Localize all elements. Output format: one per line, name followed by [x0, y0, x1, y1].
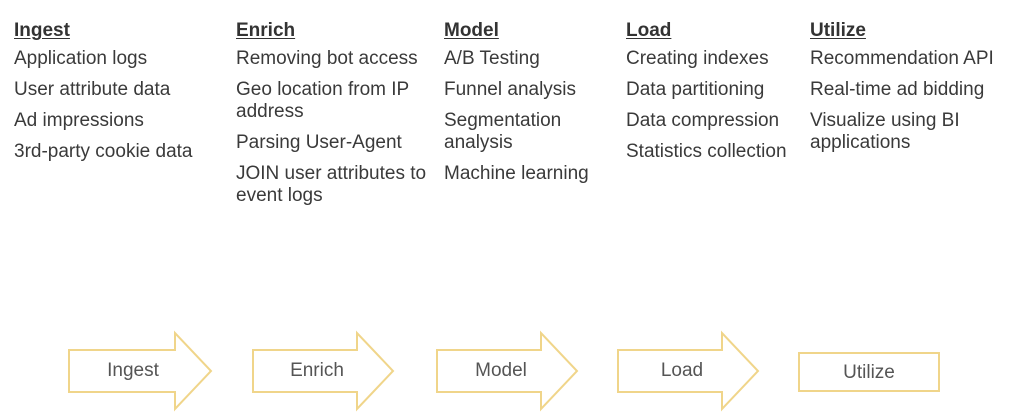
stage-column-utilize: Utilize Recommendation API Real-time ad …	[810, 20, 1018, 163]
stage-column-model: Model A/B Testing Funnel analysis Segmen…	[444, 20, 616, 194]
list-item: Real-time ad bidding	[810, 79, 985, 100]
list-item: Data partitioning	[626, 79, 765, 100]
stage-items-enrich: Removing bot access Geo location from IP…	[236, 48, 431, 207]
list-item: Data compression	[626, 110, 780, 131]
flow-label-model: Model	[475, 360, 527, 381]
stage-title-load: Load	[626, 20, 672, 41]
flow-arrow-ingest	[68, 330, 213, 412]
stage-column-load: Load Creating indexes Data partitioning …	[626, 20, 804, 172]
list-item: Funnel analysis	[444, 79, 577, 100]
list-item: Creating indexes	[626, 48, 769, 69]
list-item: 3rd-party cookie data	[14, 141, 193, 162]
flow-shapes	[68, 330, 940, 412]
flow-label-load: Load	[660, 360, 704, 381]
stage-items-model: A/B Testing Funnel analysis Segmentation…	[444, 48, 616, 185]
stage-items-load: Creating indexes Data partitioning Data …	[626, 48, 804, 163]
flow-arrow-enrich	[252, 330, 395, 412]
list-item: Application logs	[14, 48, 148, 69]
stage-title-enrich: Enrich	[236, 20, 296, 41]
flow-label-enrich: Enrich	[290, 360, 344, 381]
flow-label-utilize: Utilize	[843, 362, 895, 383]
list-item: Machine learning	[444, 163, 589, 184]
list-item: Visualize using BI applications	[810, 110, 960, 153]
stage-column-ingest: Ingest Application logs User attribute d…	[14, 20, 224, 172]
list-item: Recommendation API	[810, 48, 994, 69]
list-item: A/B Testing	[444, 48, 540, 69]
list-item: Segmentation analysis	[444, 110, 562, 153]
flow-arrow-model	[436, 330, 579, 412]
stage-column-enrich: Enrich Removing bot access Geo location …	[236, 20, 431, 216]
list-item: Statistics collection	[626, 141, 787, 162]
stage-items-utilize: Recommendation API Real-time ad bidding …	[810, 48, 1018, 154]
stage-title-utilize: Utilize	[810, 20, 866, 41]
flow-label-ingest: Ingest	[107, 360, 159, 381]
process-flow: Ingest Enrich Model Load Utilize	[0, 325, 1024, 413]
stage-items-ingest: Application logs User attribute data Ad …	[14, 48, 224, 163]
list-item: Removing bot access	[236, 48, 418, 69]
list-item: Parsing User-Agent	[236, 132, 402, 153]
list-item: Geo location from IP address	[236, 79, 409, 122]
flow-arrow-load	[617, 330, 760, 412]
stage-title-model: Model	[444, 20, 499, 41]
flow-box-utilize	[798, 352, 940, 392]
list-item: Ad impressions	[14, 110, 144, 131]
stage-title-ingest: Ingest	[14, 20, 70, 41]
list-item: User attribute data	[14, 79, 171, 100]
list-item: JOIN user attributes to event logs	[236, 163, 427, 206]
